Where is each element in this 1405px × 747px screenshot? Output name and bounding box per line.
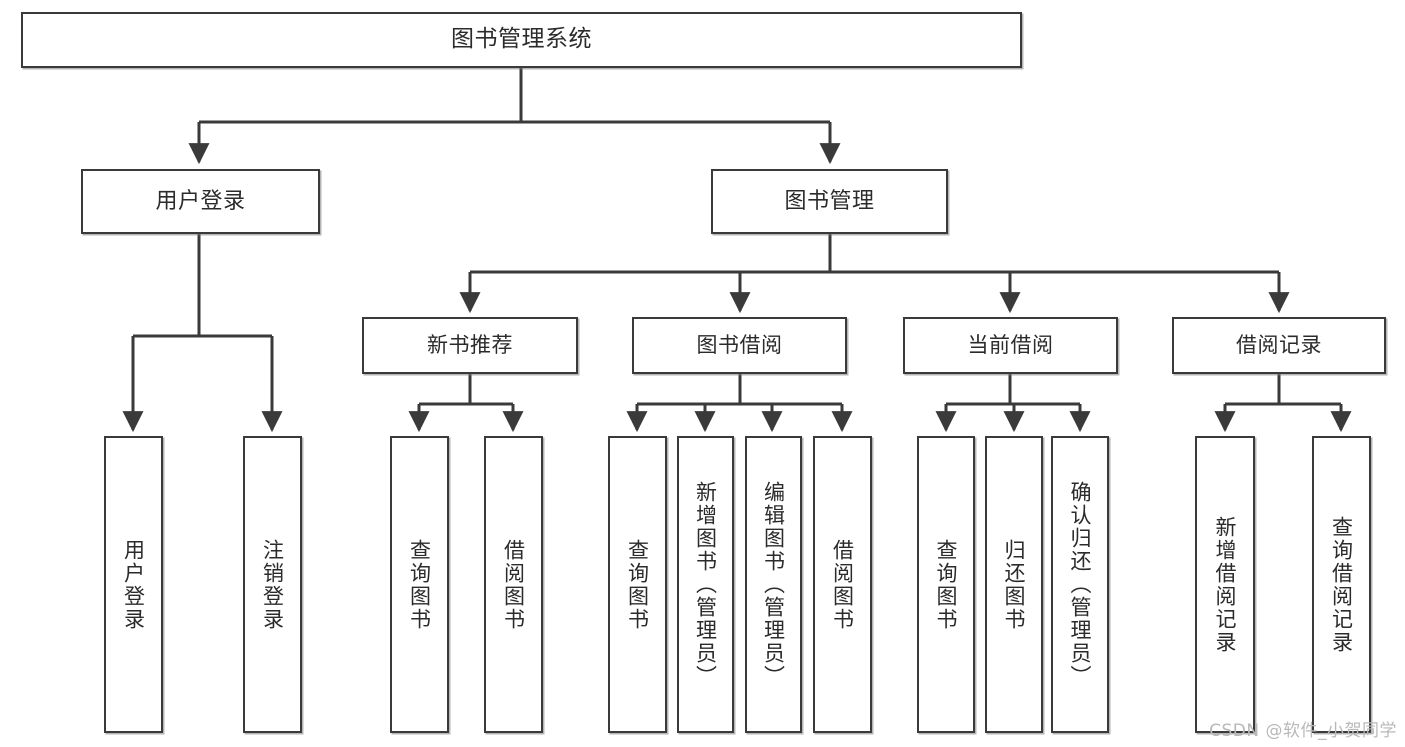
node-leaf-user-login-label: 用户登录: [121, 538, 146, 631]
node-leaf-edit-book[interactable]: 编辑图书（管理员）: [745, 436, 802, 733]
node-borrow-record[interactable]: 借阅记录: [1172, 317, 1386, 374]
node-leaf-query-book-2-label: 查询图书: [625, 538, 650, 631]
node-leaf-query-record-label: 查询借阅记录: [1329, 515, 1354, 654]
node-leaf-user-login[interactable]: 用户登录: [104, 436, 163, 733]
node-leaf-return-book-label: 归还图书: [1002, 538, 1027, 631]
node-leaf-confirm-return[interactable]: 确认归还（管理员）: [1051, 436, 1109, 733]
node-leaf-borrow-book-2-label: 借阅图书: [830, 538, 855, 631]
node-current-borrow-label: 当前借阅: [967, 333, 1054, 358]
node-book-management-label: 图书管理: [784, 188, 875, 214]
node-book-borrow[interactable]: 图书借阅: [632, 317, 847, 374]
node-leaf-query-book-2[interactable]: 查询图书: [608, 436, 667, 733]
node-leaf-borrow-book-1[interactable]: 借阅图书: [484, 436, 543, 733]
node-book-management[interactable]: 图书管理: [711, 169, 948, 234]
node-leaf-query-record[interactable]: 查询借阅记录: [1312, 436, 1371, 733]
node-leaf-borrow-book-1-label: 借阅图书: [501, 538, 526, 631]
node-new-book-recommend-label: 新书推荐: [427, 333, 513, 358]
node-leaf-edit-book-label: 编辑图书（管理员）: [761, 481, 786, 688]
node-leaf-confirm-return-label: 确认归还（管理员）: [1068, 481, 1093, 688]
node-leaf-query-book-3-label: 查询图书: [934, 538, 959, 631]
node-leaf-add-record-label: 新增借阅记录: [1213, 515, 1238, 654]
node-root[interactable]: 图书管理系统: [21, 12, 1022, 68]
node-borrow-record-label: 借阅记录: [1236, 333, 1322, 358]
node-user-login-label: 用户登录: [155, 188, 246, 214]
node-leaf-user-logout-label: 注销登录: [260, 538, 285, 631]
node-leaf-query-book-1-label: 查询图书: [407, 538, 432, 631]
node-root-label: 图书管理系统: [451, 26, 592, 53]
node-user-login[interactable]: 用户登录: [81, 169, 320, 234]
node-leaf-user-logout[interactable]: 注销登录: [243, 436, 302, 733]
node-leaf-query-book-1[interactable]: 查询图书: [390, 436, 449, 733]
node-leaf-add-record[interactable]: 新增借阅记录: [1195, 436, 1255, 733]
node-leaf-add-book[interactable]: 新增图书（管理员）: [677, 436, 734, 733]
node-leaf-add-book-label: 新增图书（管理员）: [693, 481, 718, 688]
node-current-borrow[interactable]: 当前借阅: [903, 317, 1118, 374]
node-leaf-query-book-3[interactable]: 查询图书: [917, 436, 975, 733]
node-book-borrow-label: 图书借阅: [696, 333, 783, 358]
node-leaf-return-book[interactable]: 归还图书: [985, 436, 1043, 733]
node-new-book-recommend[interactable]: 新书推荐: [362, 317, 578, 374]
node-leaf-borrow-book-2[interactable]: 借阅图书: [813, 436, 872, 733]
